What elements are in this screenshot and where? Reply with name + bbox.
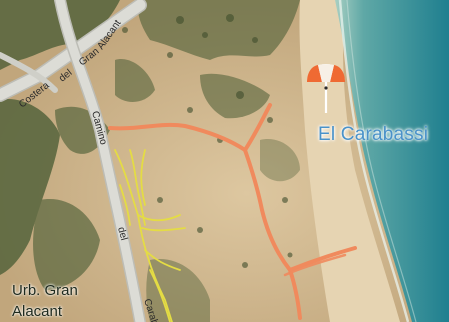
beach-umbrella-marker: [307, 64, 345, 113]
vegetation: [0, 0, 300, 322]
yellow-trails: [114, 149, 186, 322]
orange-trails: [108, 103, 357, 320]
surf-line: [338, 0, 410, 322]
district-label-line1: Urb. Gran: [12, 282, 78, 299]
sea: [335, 0, 449, 322]
shrub-dots: [122, 14, 293, 268]
surf-line-2: [346, 0, 417, 322]
roads: [0, 0, 147, 322]
district-label-line2: Alacant: [12, 303, 63, 320]
road-link: [0, 52, 58, 93]
road-label-6: del: [115, 226, 129, 242]
place-label[interactable]: El Carabassi: [318, 124, 429, 145]
